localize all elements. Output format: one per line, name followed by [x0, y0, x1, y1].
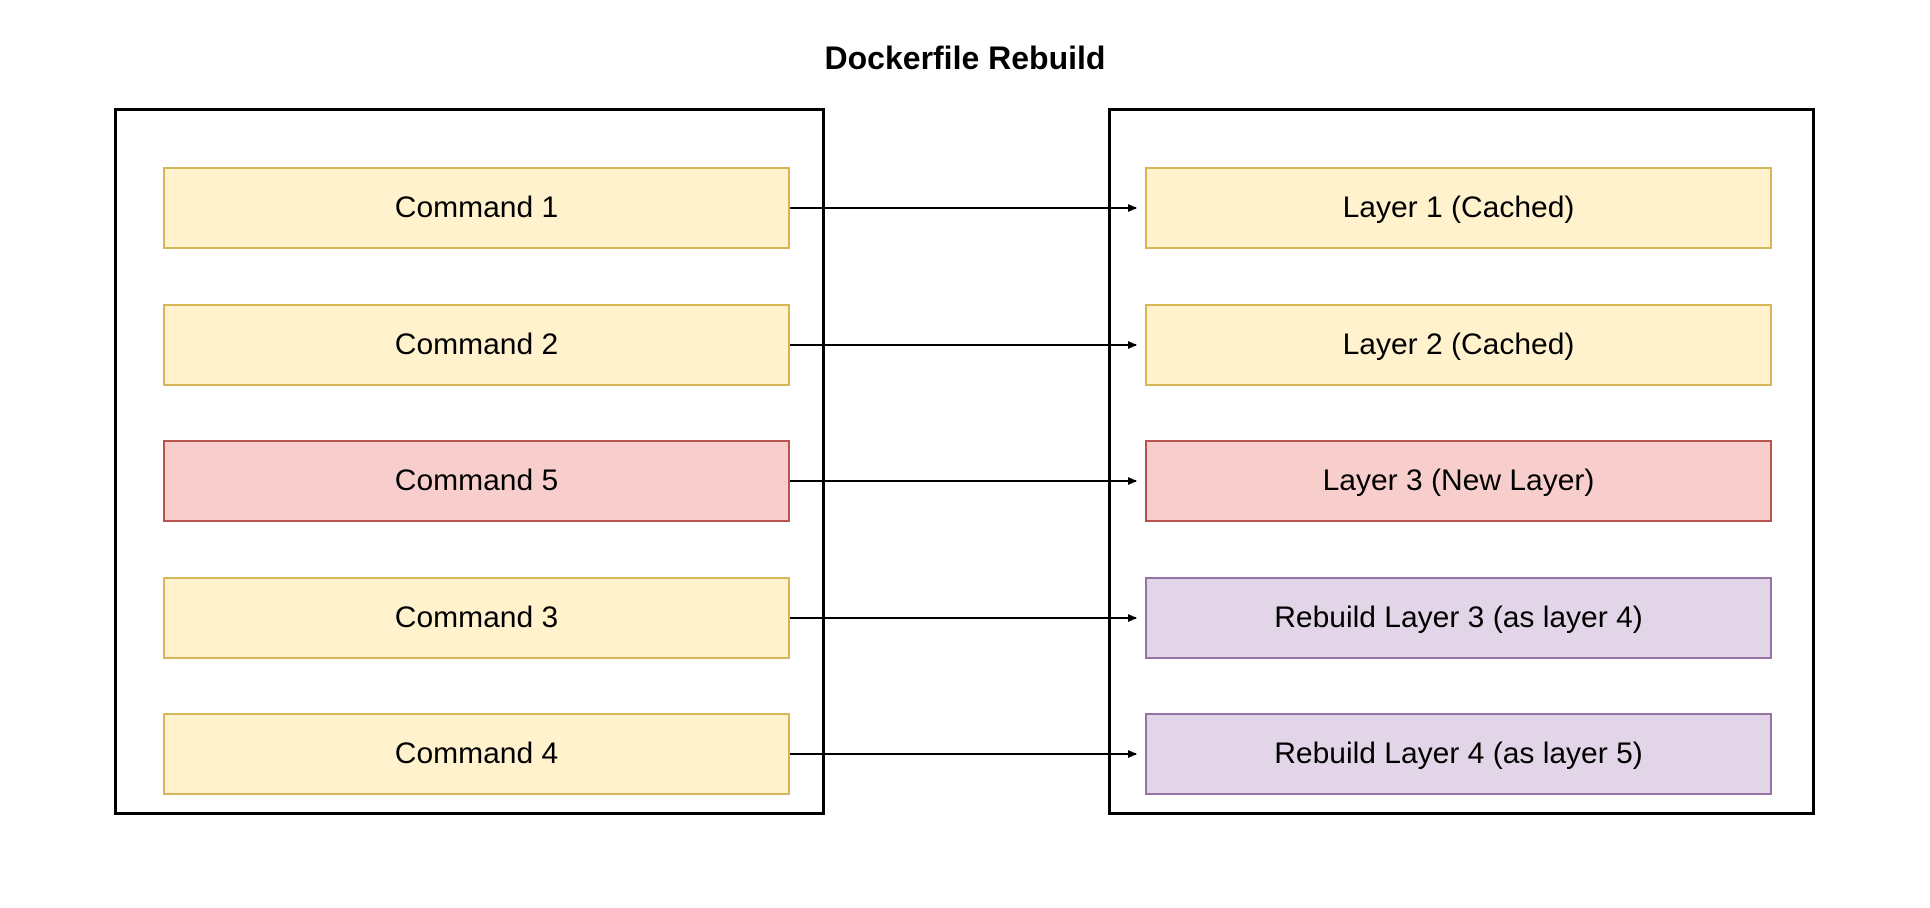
command-4-node: Command 4 — [163, 713, 790, 795]
layer-1-cached-node: Layer 1 (Cached) — [1145, 167, 1772, 249]
diagram-title: Dockerfile Rebuild — [824, 40, 1106, 76]
rebuild-layer-3-node: Rebuild Layer 3 (as layer 4) — [1145, 577, 1772, 659]
command-3-node: Command 3 — [163, 577, 790, 659]
rebuild-layer-4-node: Rebuild Layer 4 (as layer 5) — [1145, 713, 1772, 795]
layer-3-new-node: Layer 3 (New Layer) — [1145, 440, 1772, 522]
command-2-node: Command 2 — [163, 304, 790, 386]
command-5-node: Command 5 — [163, 440, 790, 522]
command-1-node: Command 1 — [163, 167, 790, 249]
layer-2-cached-node: Layer 2 (Cached) — [1145, 304, 1772, 386]
